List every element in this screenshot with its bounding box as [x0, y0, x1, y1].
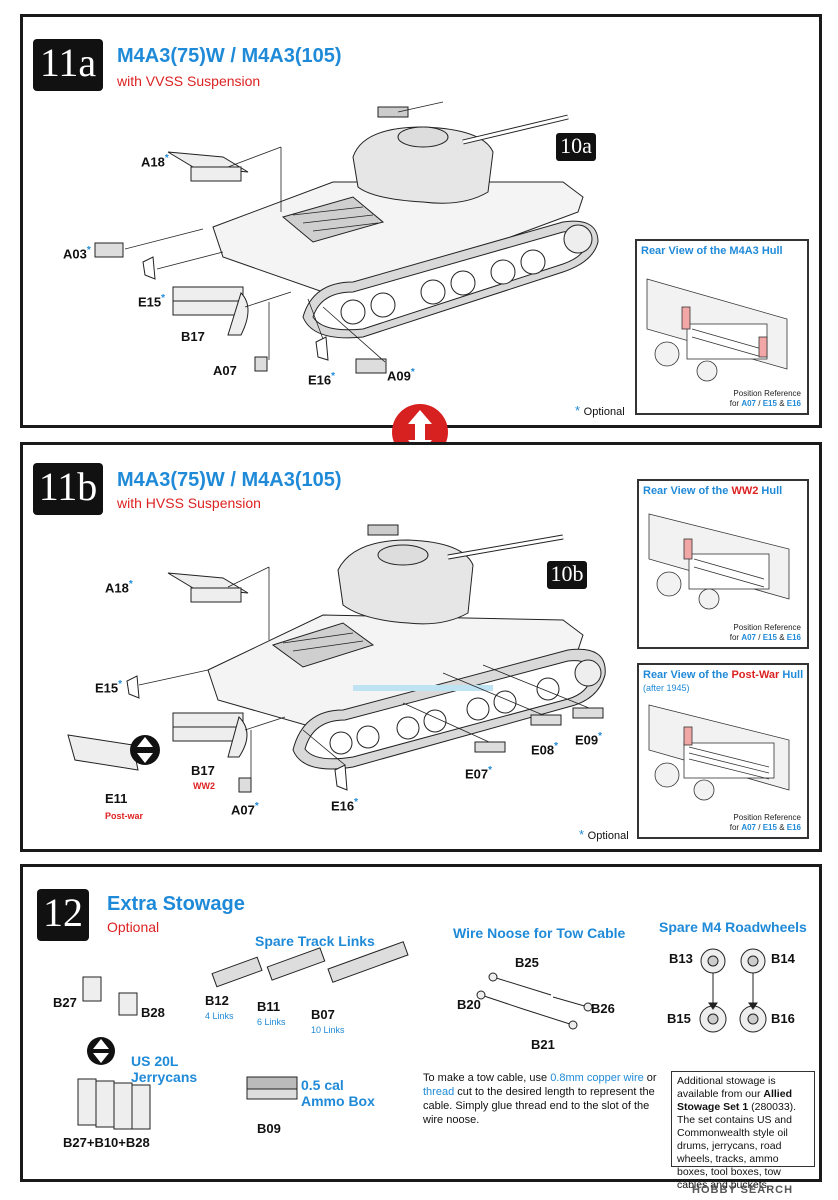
part-label-b07: B07 [311, 1007, 335, 1022]
rear-view-title: Rear View of the M4A3 Hull [641, 245, 783, 257]
watermark: HOBBY SEARCH [692, 1184, 794, 1196]
part-label-a18: A18* [105, 579, 133, 596]
part-label-e15: E15* [95, 679, 123, 696]
step-11b-panel: 11b M4A3(75)W / M4A3(105) with HVSS Susp… [20, 442, 822, 852]
part-label-b21: B21 [531, 1037, 555, 1052]
rear-view-position-note: Position Reference for A07 / E15 & E16 [729, 389, 801, 408]
optional-legend-11b: * Optional [579, 827, 629, 842]
part-sublabel-post-war: Post-war [105, 811, 144, 821]
part-label-b27: B27 [53, 995, 77, 1010]
part-label-e08: E08* [531, 741, 559, 758]
rear-view-post-war-title: Rear View of the Post-War Hull [643, 669, 804, 681]
part-label-b13: B13 [669, 951, 693, 966]
part-label-a07: A07 [213, 363, 237, 378]
part-label-b25: B25 [515, 955, 539, 970]
part-label-b20: B20 [457, 997, 481, 1012]
rear-view-post-war-note: Position Reference for A07 / E15 & E16 [729, 813, 801, 832]
step-11a-panel: 11a M4A3(75)W / M4A3(105) with VVSS Susp… [20, 14, 822, 428]
rear-view-reference-post-war: Rear View of the Post-War Hull (after 19… [637, 663, 809, 839]
part-label-e07: E07* [465, 765, 493, 782]
tank-vvss-illustration [94, 101, 599, 374]
rear-view-ww2-title: Rear View of the WW2 Hull [643, 485, 783, 497]
tank-hvss-illustration [67, 524, 606, 793]
step-11a-title: M4A3(75)W / M4A3(105) [117, 45, 342, 67]
part-label-a09: A09* [387, 367, 415, 384]
step-12-title: Extra Stowage [107, 893, 245, 915]
step-badge-11b: 11b [33, 463, 103, 515]
rear-view-ww2-drawing [648, 513, 790, 610]
part-sublabel-10-links: 10 Links [311, 1025, 345, 1035]
step-11a-subtitle: with VVSS Suspension [117, 73, 261, 89]
part-label-b17: B17 [181, 329, 205, 344]
part-label-b12: B12 [205, 993, 229, 1008]
part-label-a18: A18* [141, 153, 169, 170]
alternate-part-icon [130, 735, 160, 765]
part-sublabel-4-links: 4 Links [205, 1011, 234, 1021]
rear-view-drawing [646, 278, 788, 382]
part-label-e15: E15* [138, 293, 166, 310]
part-label-e09: E09* [575, 731, 603, 748]
tow-cable-instructions: To make a tow cable, use 0.8mm copper wi… [423, 1072, 657, 1126]
part-label-b15: B15 [667, 1011, 691, 1026]
part-label-b11: B11 [257, 999, 281, 1014]
step-11b-title: M4A3(75)W / M4A3(105) [117, 469, 342, 491]
part-label-a03: A03* [63, 245, 91, 262]
part-label-b17: B17 [191, 763, 215, 778]
rear-view-reference-m4a3: Rear View of the M4A3 Hull Position Refe… [635, 239, 809, 415]
step-badge-11a: 11a [33, 39, 103, 91]
spare-track-links-title: Spare Track Links [255, 933, 375, 949]
spare-roadwheels-title: Spare M4 Roadwheels [659, 919, 807, 935]
rear-view-post-war-drawing [648, 704, 790, 801]
allied-stowage-note: Additional stowage is available from our… [671, 1071, 815, 1191]
alternate-part-icon [87, 1037, 115, 1065]
rear-view-reference-ww2: Rear View of the WW2 Hull Position Refer… [637, 479, 809, 649]
part-sublabel-ww2: WW2 [193, 781, 215, 791]
rear-view-post-war-subtitle: (after 1945) [643, 683, 690, 693]
extra-stowage-illustrations [77, 941, 767, 1130]
part-label-jerrycan-combo: B27+B10+B28 [63, 1135, 150, 1150]
step-12-subtitle: Optional [107, 919, 160, 935]
step-badge-12: 12 [37, 889, 89, 941]
part-label-b28: B28 [141, 1005, 165, 1020]
part-label-e16: E16* [308, 371, 336, 388]
part-label-b09: B09 [257, 1121, 281, 1136]
part-label-b14: B14 [771, 951, 795, 966]
part-label-b26: B26 [591, 1001, 615, 1016]
ref-badge-10b: 10b [547, 561, 587, 589]
rear-view-ww2-note: Position Reference for A07 / E15 & E16 [729, 623, 801, 642]
part-sublabel-6-links: 6 Links [257, 1017, 286, 1027]
optional-legend-11a: * Optional [575, 403, 625, 418]
part-label-e11: E11 [105, 791, 128, 806]
ref-badge-10a: 10a [556, 133, 596, 161]
part-label-e16: E16* [331, 797, 359, 814]
part-label-b16: B16 [771, 1011, 795, 1026]
wire-noose-title: Wire Noose for Tow Cable [453, 925, 626, 941]
part-label-a07: A07* [231, 801, 259, 818]
step-12-panel: 12 Extra Stowage Optional Spare Track Li… [20, 864, 822, 1191]
step-11b-subtitle: with HVSS Suspension [117, 495, 261, 511]
